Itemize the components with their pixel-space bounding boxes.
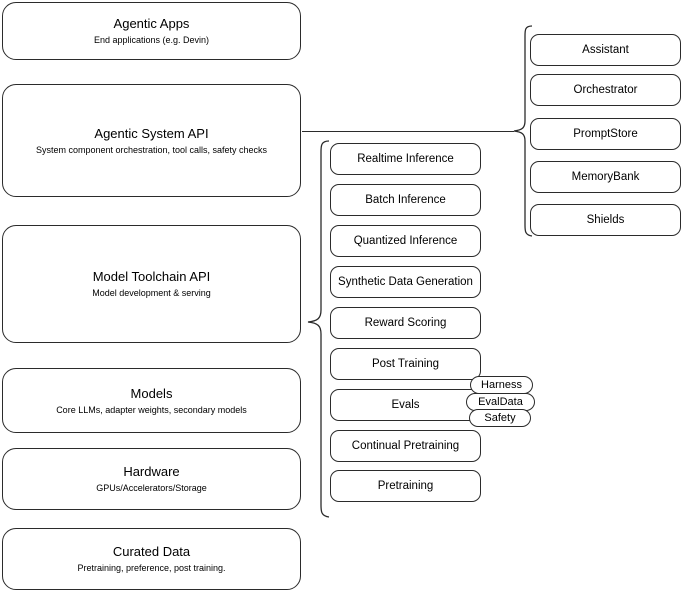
capability-label: Synthetic Data Generation [338, 276, 473, 288]
capability-label: Realtime Inference [357, 153, 454, 165]
evals-tag-label: EvalData [478, 395, 523, 408]
component-label: MemoryBank [571, 171, 640, 183]
layer-subtitle: GPUs/Accelerators/Storage [96, 483, 207, 493]
layer-subtitle: Model development & serving [92, 288, 211, 298]
layer-title: Agentic Apps [113, 16, 190, 31]
capability-label: Quantized Inference [353, 235, 458, 247]
component-label: Shields [586, 214, 625, 226]
evals-tag-label: Safety [484, 411, 516, 424]
component-promptstore[interactable]: PromptStore [530, 118, 681, 150]
layer-box-model-toolchain-api[interactable]: Model Toolchain API Model development & … [2, 225, 301, 343]
component-label: Orchestrator [573, 84, 638, 96]
evals-tag-harness[interactable]: Harness [470, 376, 533, 394]
capability-label: Post Training [371, 358, 440, 370]
evals-tag-label: Harness [481, 378, 522, 391]
connector-line-agentic-system-api [302, 131, 514, 133]
layer-title: Model Toolchain API [92, 269, 211, 284]
capability-label: Batch Inference [365, 194, 446, 206]
layer-box-agentic-system-api[interactable]: Agentic System API System component orch… [2, 84, 301, 197]
capability-label: Reward Scoring [364, 317, 447, 329]
evals-tag-evaldata[interactable]: EvalData [466, 393, 535, 411]
component-orchestrator[interactable]: Orchestrator [530, 74, 681, 106]
brace-model-toolchain [305, 140, 331, 518]
capability-label: Evals [391, 399, 420, 411]
capability-realtime-inference[interactable]: Realtime Inference [330, 143, 481, 175]
capability-pretraining[interactable]: Pretraining [330, 470, 481, 502]
layer-box-hardware[interactable]: Hardware GPUs/Accelerators/Storage [2, 448, 301, 510]
layer-title: Agentic System API [94, 125, 209, 141]
layer-box-models[interactable]: Models Core LLMs, adapter weights, secon… [2, 368, 301, 433]
layer-subtitle: End applications (e.g. Devin) [93, 35, 210, 45]
component-shields[interactable]: Shields [530, 204, 681, 236]
capability-quantized-inference[interactable]: Quantized Inference [330, 225, 481, 257]
layer-title: Hardware [123, 464, 180, 479]
capability-synthetic-data-generation[interactable]: Synthetic Data Generation [330, 266, 481, 298]
layer-subtitle: Core LLMs, adapter weights, secondary mo… [56, 404, 247, 415]
component-assistant[interactable]: Assistant [530, 34, 681, 66]
capability-label: Pretraining [377, 480, 434, 492]
capability-evals[interactable]: Evals [330, 389, 481, 421]
brace-agentic-system [512, 25, 534, 237]
component-label: Assistant [582, 44, 629, 56]
capability-batch-inference[interactable]: Batch Inference [330, 184, 481, 216]
capability-continual-pretraining[interactable]: Continual Pretraining [330, 430, 481, 462]
layer-box-curated-data[interactable]: Curated Data Pretraining, preference, po… [2, 528, 301, 590]
component-label: PromptStore [573, 128, 638, 140]
capability-reward-scoring[interactable]: Reward Scoring [330, 307, 481, 339]
capability-label: Continual Pretraining [351, 440, 460, 452]
layer-subtitle: Pretraining, preference, post training. [77, 563, 226, 573]
layer-box-agentic-apps[interactable]: Agentic Apps End applications (e.g. Devi… [2, 2, 301, 60]
evals-tag-safety[interactable]: Safety [469, 409, 531, 427]
capability-post-training[interactable]: Post Training [330, 348, 481, 380]
component-memorybank[interactable]: MemoryBank [530, 161, 681, 193]
layer-subtitle: System component orchestration, tool cal… [35, 144, 268, 155]
layer-title: Curated Data [112, 544, 191, 559]
layer-title: Models [130, 385, 173, 401]
